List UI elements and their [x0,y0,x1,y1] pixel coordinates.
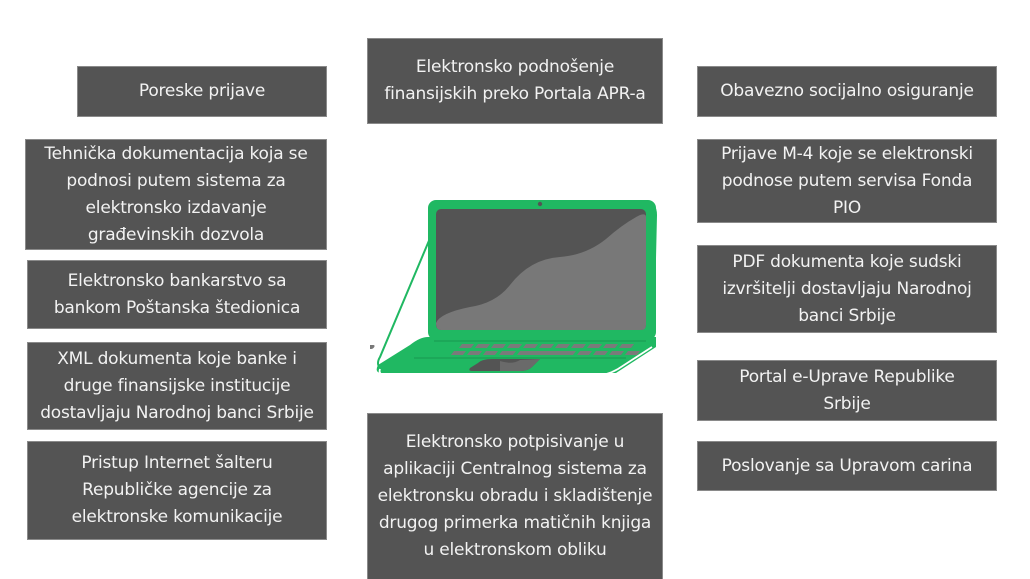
box-label: Poreske prijave [138,81,266,101]
box-tehnicka-dokumentacija: Tehnička dokumentacija koja se podnosi p… [25,139,327,250]
box-label: Elektronsko podnošenje finansijskih prek… [384,57,646,104]
box-label: XML dokumenta koje banke i druge finansi… [40,348,314,423]
box-label: Obavezno socijalno osiguranje [720,81,974,101]
box-pristup-internet-salteru: Pristup Internet šalteru Republičke agen… [27,441,327,540]
box-pdf-dokumenta: PDF dokumenta koje sudski izvršitelji do… [697,245,997,333]
box-label: Prijave M-4 koje se elektronski podnose … [721,143,973,218]
box-xml-dokumenta: XML dokumenta koje banke i druge finansi… [27,342,327,430]
box-label: Elektronsko potpisivanje u aplikaciji Ce… [377,432,653,560]
box-obavezno-socijalno-osiguranje: Obavezno socijalno osiguranje [697,66,997,117]
box-portal-apr: Elektronsko podnošenje finansijskih prek… [367,38,663,124]
laptop-icon [359,195,670,385]
box-label: Tehnička dokumentacija koja se podnosi p… [44,143,308,245]
box-label: PDF dokumenta koje sudski izvršitelji do… [722,251,972,326]
box-elektronsko-bankarstvo: Elektronsko bankarstvo sa bankom Poštans… [27,260,327,329]
box-poslovanje-uprava-carina: Poslovanje sa Upravom carina [697,441,997,491]
box-label: Poslovanje sa Upravom carina [721,455,973,476]
box-label: Portal e-Uprave Republike Srbije [739,366,955,414]
box-label: Pristup Internet šalteru Republičke agen… [71,453,283,527]
box-elektronsko-potpisivanje: Elektronsko potpisivanje u aplikaciji Ce… [367,413,663,579]
box-portal-e-uprave: Portal e-Uprave Republike Srbije [697,360,997,421]
box-poreske-prijave: Poreske prijave [77,66,327,117]
box-label: Elektronsko bankarstvo sa bankom Poštans… [53,270,301,318]
box-prijave-m4: Prijave M-4 koje se elektronski podnose … [697,139,997,223]
